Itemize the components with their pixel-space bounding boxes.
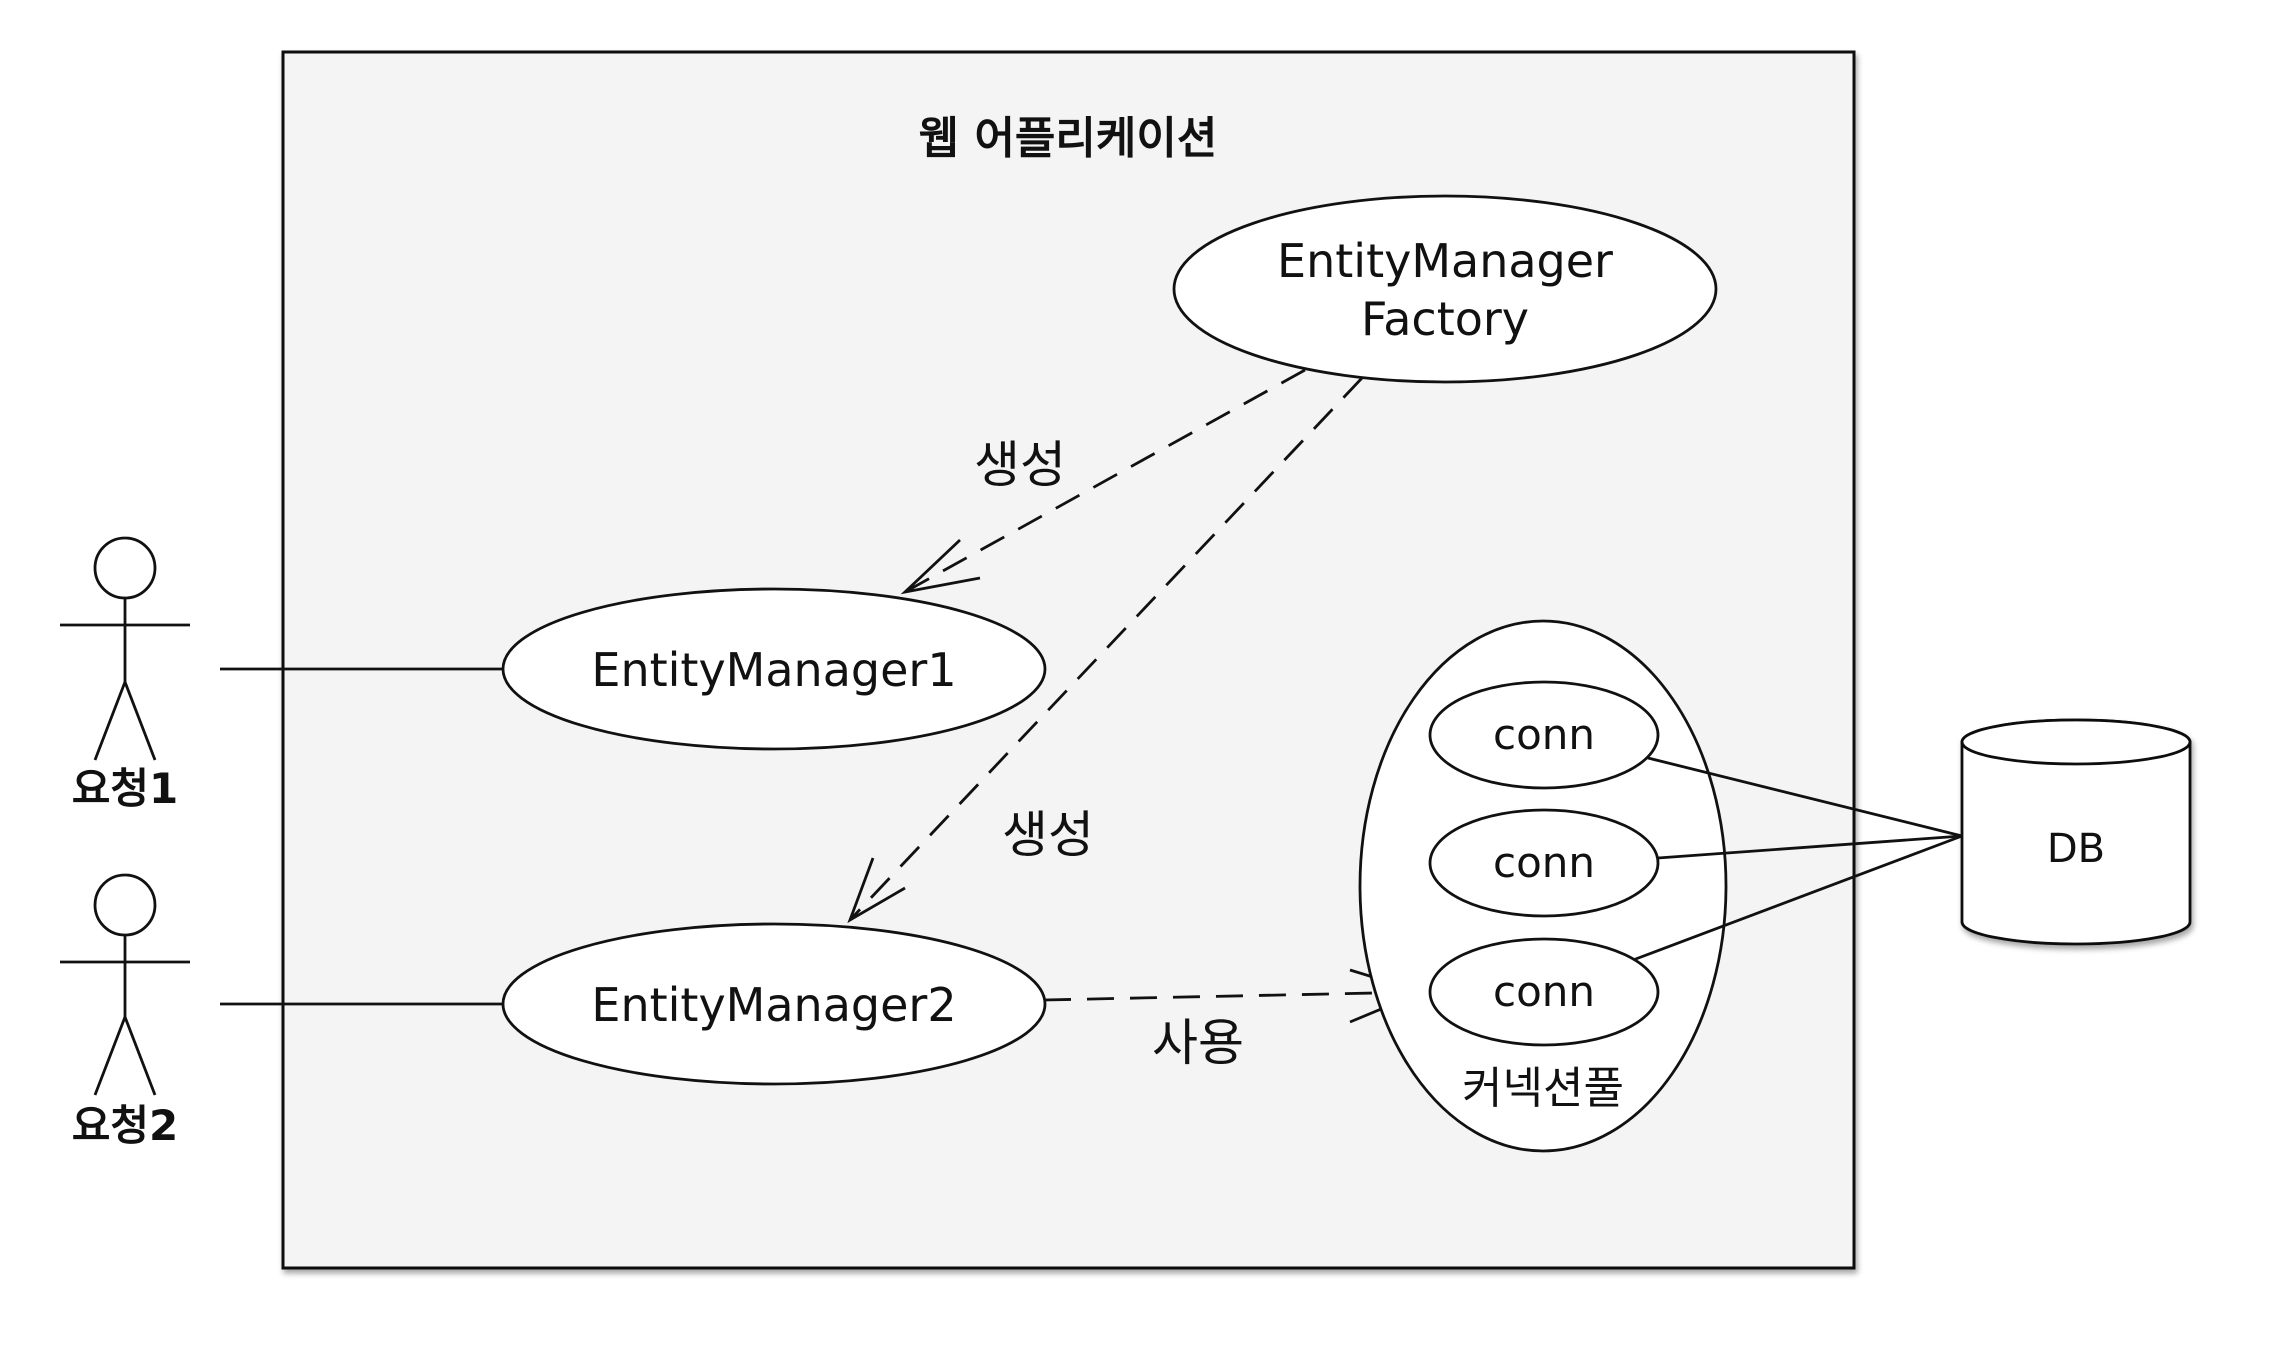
actor-label-request-2: 요청2: [72, 1101, 179, 1150]
actor-head: [93, 873, 157, 937]
conn-node-2: [1428, 808, 1660, 918]
conn2-db-line: [1657, 834, 1963, 860]
create-label-2: 생성: [1002, 806, 1094, 864]
use-label: 사용: [1152, 1014, 1244, 1072]
database-label: DB: [2047, 826, 2105, 872]
actor-label-request-1: 요청1: [72, 764, 179, 813]
entity-manager-factory-node: [1172, 194, 1718, 384]
conn-label-1: conn: [1493, 710, 1595, 759]
entity-manager-1-node: [501, 587, 1047, 751]
connection-pool-label: 커넥션풀: [1462, 1063, 1624, 1114]
conn-node-1: [1428, 680, 1660, 790]
factory-label-line1: EntityManager: [1277, 234, 1613, 288]
use-edge: [1043, 990, 1423, 1002]
em2-label: EntityManager2: [591, 978, 956, 1032]
conn1-db-line: [1647, 756, 1963, 838]
actor-request-1: [60, 536, 190, 761]
actor-head: [93, 536, 157, 600]
create-edge-em1: [904, 368, 1306, 594]
database-node: [1960, 718, 2192, 946]
actor-request-2: [60, 873, 190, 1096]
conn3-db-line: [1632, 834, 1963, 962]
em1-label: EntityManager1: [591, 643, 956, 697]
conn-node-3: [1428, 937, 1660, 1047]
conn-label-3: conn: [1493, 967, 1595, 1016]
create-arrowhead-em2: [847, 857, 906, 924]
conn-label-2: conn: [1493, 838, 1595, 887]
entity-manager-2-node: [501, 922, 1047, 1086]
create-arrowhead-em1: [900, 538, 981, 595]
factory-label-line2: Factory: [1361, 292, 1529, 346]
create-label-1: 생성: [974, 436, 1066, 494]
create-edge-em2: [848, 377, 1364, 921]
container-title: 웹 어플리케이션: [919, 113, 1218, 164]
